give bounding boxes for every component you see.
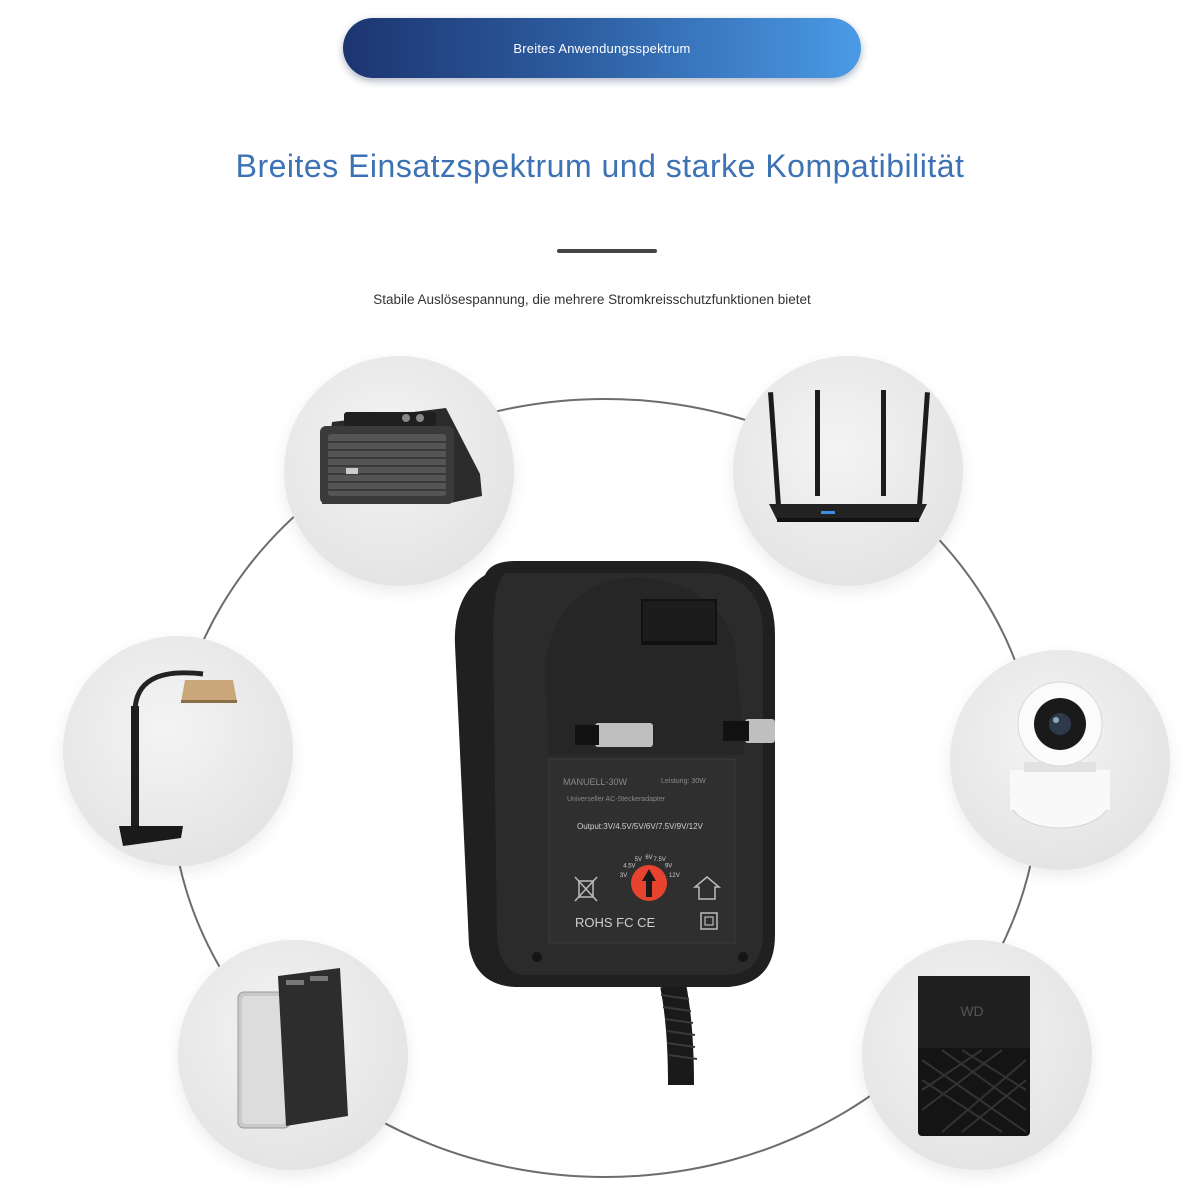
device-bubble-security-camera <box>950 650 1170 870</box>
home-icon <box>692 876 722 900</box>
floor-lamp-icon <box>119 670 237 846</box>
dial-label: 3V <box>620 873 627 879</box>
security-camera-icon <box>1009 681 1111 829</box>
adapter-model-text: MANUELL-30W <box>563 777 628 787</box>
dial-label: 12V <box>669 873 680 879</box>
svg-text:WD: WD <box>960 1003 983 1019</box>
double-insulation-icon <box>700 912 718 930</box>
page-subtitle: Stabile Auslösespannung, die mehrere Str… <box>373 292 811 307</box>
power-adapter: MANUELL-30W Leistung: 30W Universeller A… <box>445 555 785 1086</box>
recycle-bin-icon <box>574 876 598 902</box>
adapter-type-text: Universeller AC-Steckeradapter <box>567 796 666 803</box>
power-bank-icon <box>237 968 348 1129</box>
device-bubble-external-hard-drive: WD <box>862 940 1092 1170</box>
adapter-power-text: Leistung: 30W <box>661 778 706 785</box>
router-icon <box>768 390 930 522</box>
certification-text: ROHS FC CE <box>575 915 656 930</box>
dial-label: 5V <box>635 857 642 863</box>
section-banner: Breites Anwendungsspektrum <box>343 18 861 78</box>
page-title: Breites Einsatzspektrum und starke Kompa… <box>235 148 965 184</box>
device-bubble-floor-lamp <box>63 636 293 866</box>
dial-label: 4.5V <box>623 864 635 870</box>
adapter-output-text: Output:3V/4.5V/5V/6V/7.5V/9V/12V <box>577 822 704 831</box>
device-bubble-speaker <box>284 356 514 586</box>
device-bubble-router <box>733 356 963 586</box>
power-adapter-illustration: MANUELL-30W Leistung: 30W Universeller A… <box>454 561 775 1086</box>
banner-label: Breites Anwendungsspektrum <box>513 40 691 56</box>
external-hard-drive-icon: WD <box>918 976 1030 1136</box>
dial-label: 6V <box>645 855 652 861</box>
dial-label: 9V <box>665 864 672 870</box>
dial-label: 7.5V <box>654 857 666 863</box>
title-divider <box>557 249 657 253</box>
speaker-icon <box>320 408 482 504</box>
device-bubble-power-bank <box>178 940 408 1170</box>
